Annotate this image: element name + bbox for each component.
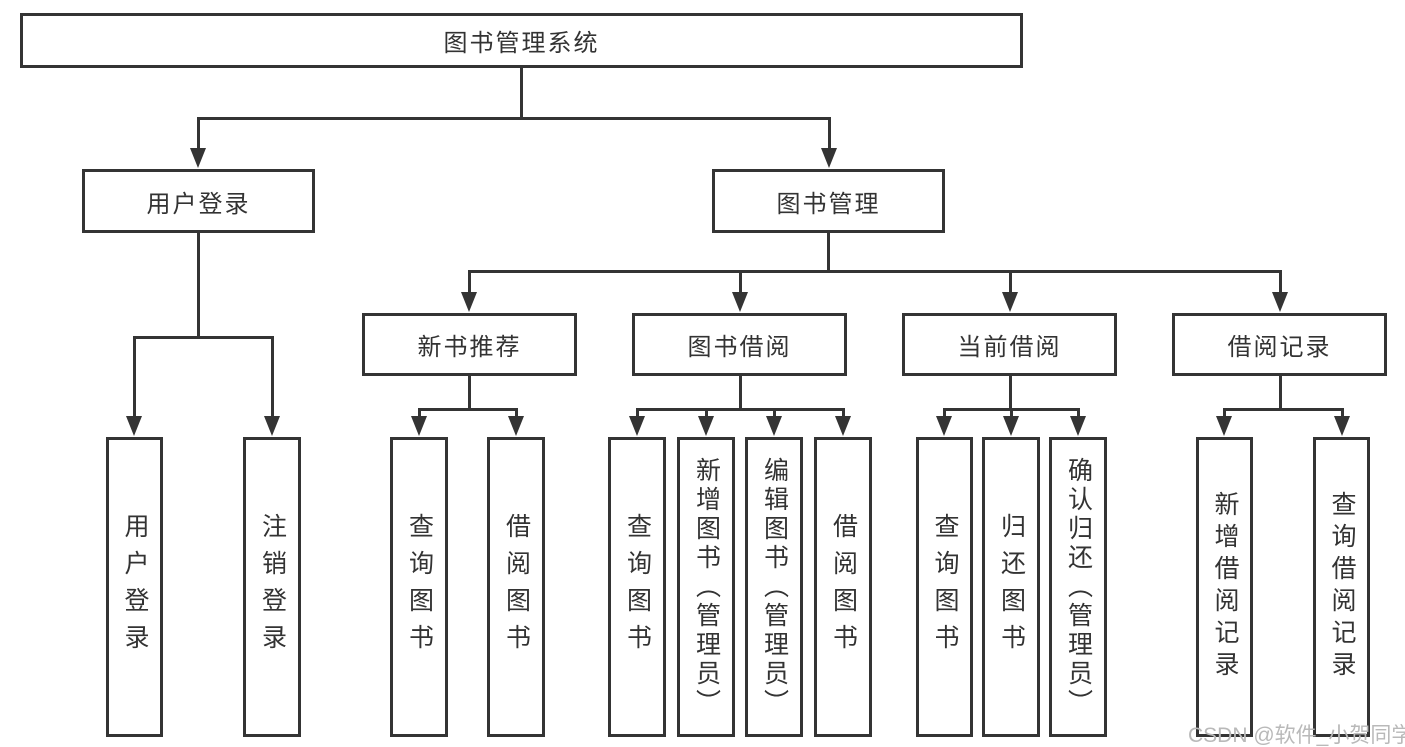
- arrow-down-icon: [732, 292, 748, 312]
- connector-line: [417, 407, 518, 411]
- arrow-down-icon: [508, 416, 524, 436]
- arrow-down-icon: [698, 416, 714, 436]
- connector-line: [942, 409, 946, 420]
- connector-line: [704, 409, 708, 420]
- node-nbr-borrow-book: 借阅图书: [487, 437, 545, 737]
- arrow-down-icon: [821, 148, 837, 168]
- connector-line: [1222, 409, 1226, 420]
- node-cb-confirm: 确认归还（管理员）: [1049, 437, 1107, 737]
- arrow-down-icon: [1070, 416, 1086, 436]
- node-book-borrow: 图书借阅: [632, 313, 847, 376]
- node-label: 查询借阅记录: [1328, 491, 1355, 683]
- connector-line: [635, 409, 639, 420]
- connector-line: [467, 271, 471, 296]
- node-label: 归还图书: [997, 513, 1025, 661]
- node-label: 查询图书: [405, 513, 433, 661]
- node-label: 新增借阅记录: [1211, 491, 1238, 683]
- node-br-query-record: 查询借阅记录: [1313, 437, 1370, 737]
- connector-line: [196, 233, 200, 337]
- node-label: 编辑图书（管理员）: [760, 456, 788, 718]
- arrow-down-icon: [936, 416, 952, 436]
- connector-line: [514, 409, 518, 420]
- arrow-down-icon: [766, 416, 782, 436]
- arrow-down-icon: [1272, 292, 1288, 312]
- node-label: 借阅图书: [829, 513, 857, 661]
- node-logout-action: 注销登录: [243, 437, 301, 737]
- node-bb-edit-book: 编辑图书（管理员）: [745, 437, 803, 737]
- arrow-down-icon: [1216, 416, 1232, 436]
- watermark: CSDN @软件_小贺同学: [1188, 724, 1405, 747]
- connector-line: [1278, 376, 1282, 409]
- connector-line: [1340, 409, 1344, 420]
- connector-line: [196, 118, 200, 152]
- connector-line: [1278, 271, 1282, 296]
- node-bb-query-book: 查询图书: [608, 437, 666, 737]
- node-label: 图书借阅: [687, 335, 792, 361]
- connector-line: [1076, 409, 1080, 420]
- connector-line: [1009, 409, 1013, 420]
- node-label: 用户登录: [146, 191, 251, 218]
- node-label: 图书管理系统: [443, 31, 600, 57]
- connector-line: [738, 271, 742, 296]
- connector-line: [132, 337, 136, 420]
- arrow-down-icon: [190, 148, 206, 168]
- connector-line: [826, 233, 830, 271]
- node-bb-add-book: 新增图书（管理员）: [677, 437, 735, 737]
- connector-line: [841, 409, 845, 420]
- node-bb-borrow-book: 借阅图书: [814, 437, 872, 737]
- node-label: 借阅图书: [502, 513, 530, 661]
- node-cb-query-book: 查询图书: [916, 437, 973, 737]
- connector-line: [1222, 407, 1344, 411]
- connector-line: [467, 376, 471, 409]
- arrow-down-icon: [1003, 416, 1019, 436]
- node-label: 用户登录: [121, 513, 148, 661]
- node-label: 图书管理: [776, 191, 881, 218]
- arrow-down-icon: [264, 416, 280, 436]
- arrow-down-icon: [835, 416, 851, 436]
- node-label: 查询图书: [623, 513, 651, 661]
- node-label: 借阅记录: [1227, 335, 1332, 361]
- arrow-down-icon: [629, 416, 645, 436]
- connector-line: [772, 409, 776, 420]
- node-nbr-query-book: 查询图书: [390, 437, 448, 737]
- node-new-book-rec: 新书推荐: [362, 313, 577, 376]
- node-label: 当前借阅: [957, 335, 1062, 361]
- arrow-down-icon: [461, 292, 477, 312]
- connector-line: [519, 68, 523, 118]
- node-current-borrow: 当前借阅: [902, 313, 1117, 376]
- connector-line: [1008, 271, 1012, 296]
- node-book-mgmt: 图书管理: [712, 169, 945, 233]
- node-borrow-records: 借阅记录: [1172, 313, 1387, 376]
- connector-line: [417, 409, 421, 420]
- node-br-add-record: 新增借阅记录: [1196, 437, 1253, 737]
- node-label: 新增图书（管理员）: [692, 456, 720, 718]
- node-label: 新书推荐: [417, 335, 522, 361]
- node-cb-return-book: 归还图书: [982, 437, 1040, 737]
- node-label: 查询图书: [931, 513, 958, 661]
- connector-line: [467, 269, 1282, 273]
- connector-line: [738, 376, 742, 409]
- connector-line: [1008, 376, 1012, 409]
- node-root: 图书管理系统: [20, 13, 1023, 68]
- connector-line: [827, 118, 831, 152]
- node-label: 确认归还（管理员）: [1064, 456, 1092, 718]
- connector-line: [132, 335, 274, 339]
- connector-line: [270, 337, 274, 420]
- arrow-down-icon: [411, 416, 427, 436]
- connector-line: [635, 407, 845, 411]
- arrow-down-icon: [1002, 292, 1018, 312]
- node-label: 注销登录: [258, 513, 286, 661]
- node-login-action: 用户登录: [106, 437, 163, 737]
- arrow-down-icon: [1334, 416, 1350, 436]
- arrow-down-icon: [126, 416, 142, 436]
- node-user-login: 用户登录: [82, 169, 315, 233]
- connector-line: [196, 116, 831, 120]
